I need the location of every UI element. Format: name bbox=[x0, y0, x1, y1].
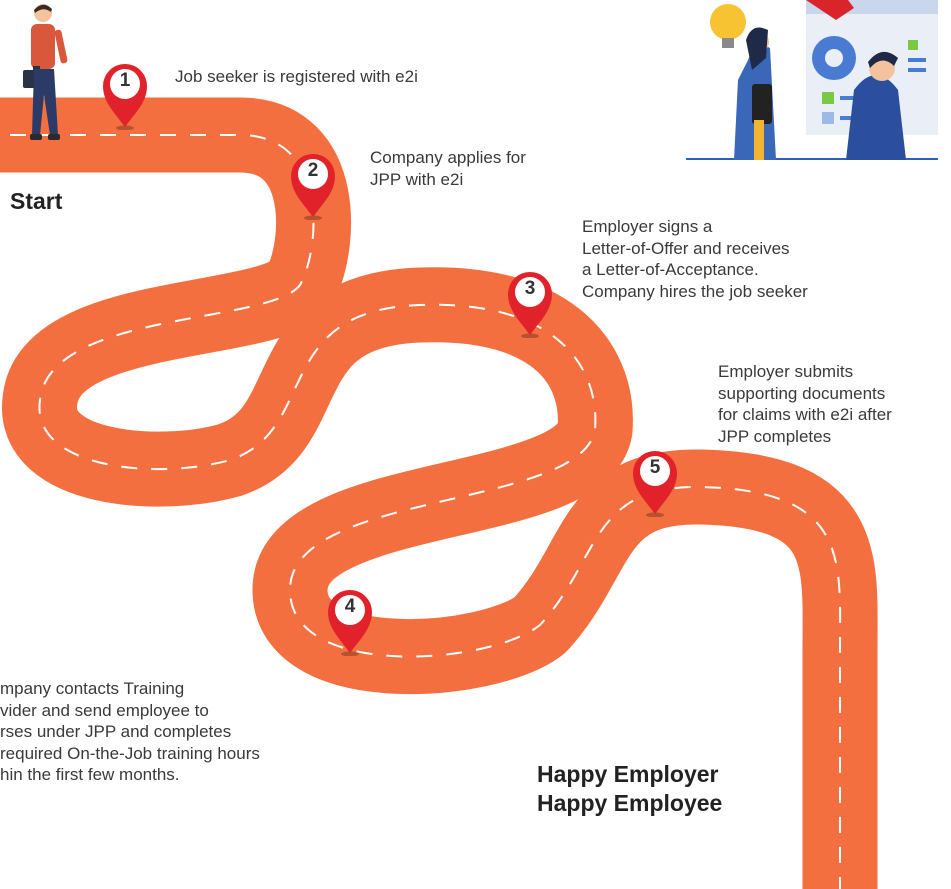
step-4-line-5: hin the first few months. bbox=[0, 765, 180, 784]
step-4-pin: 4 bbox=[325, 586, 375, 657]
step-1-number: 1 bbox=[119, 70, 131, 91]
step-4-line-3: rses under JPP and completes bbox=[0, 722, 232, 741]
step-5-line-4: JPP completes bbox=[718, 426, 832, 446]
businessman-walking-icon bbox=[23, 4, 68, 140]
map-pin-icon bbox=[103, 64, 147, 131]
step-3-text: Employer signs a Letter-of-Offer and rec… bbox=[582, 216, 808, 302]
step-3-pin: 3 bbox=[505, 268, 555, 339]
step-5-number: 5 bbox=[649, 457, 661, 478]
start-label: Start bbox=[10, 188, 63, 214]
step-3-number: 3 bbox=[524, 278, 536, 299]
step-4-line-4: required On-the-Job training hours bbox=[0, 743, 260, 763]
map-pin-icon bbox=[508, 272, 552, 339]
step-2-line-1: Company applies for bbox=[370, 148, 526, 167]
step-5-line-2: supporting documents bbox=[718, 383, 886, 403]
step-4-line-1: mpany contacts Training bbox=[0, 679, 185, 698]
map-pin-icon bbox=[633, 451, 677, 518]
step-5-line-1: Employer submits bbox=[718, 362, 854, 381]
ending-line-1: Happy Employer bbox=[537, 761, 719, 787]
step-4-number: 4 bbox=[344, 596, 356, 617]
ending-text: Happy Employer Happy Employee bbox=[537, 760, 722, 818]
road-surface bbox=[0, 97, 878, 889]
step-3-line-3: a Letter-of-Acceptance. bbox=[582, 260, 759, 279]
map-pin-icon bbox=[291, 154, 335, 221]
step-3-line-4: Company hires the job seeker bbox=[582, 281, 808, 301]
step-1-text: Job seeker is registered with e2i bbox=[175, 66, 418, 88]
step-3-line-1: Employer signs a bbox=[582, 217, 713, 236]
team-illustration-icon bbox=[686, 0, 938, 160]
step-4-text: mpany contacts Training vider and send e… bbox=[0, 678, 260, 786]
step-4-line-2: vider and send employee to bbox=[0, 700, 209, 720]
step-2-text: Company applies for JPP with e2i bbox=[370, 147, 526, 190]
step-2-pin: 2 bbox=[288, 150, 338, 221]
step-5-text: Employer submits supporting documents fo… bbox=[718, 361, 892, 447]
step-1-line-1: Job seeker is registered with e2i bbox=[175, 67, 418, 86]
step-1-pin: 1 bbox=[100, 60, 150, 131]
ending-line-2: Happy Employee bbox=[537, 790, 723, 816]
step-3-line-2: Letter-of-Offer and receives bbox=[582, 238, 790, 258]
step-2-number: 2 bbox=[307, 160, 319, 181]
map-pin-icon bbox=[328, 590, 372, 657]
step-5-pin: 5 bbox=[630, 447, 680, 518]
step-5-line-3: for claims with e2i after bbox=[718, 405, 892, 424]
step-2-line-2: JPP with e2i bbox=[370, 169, 464, 189]
